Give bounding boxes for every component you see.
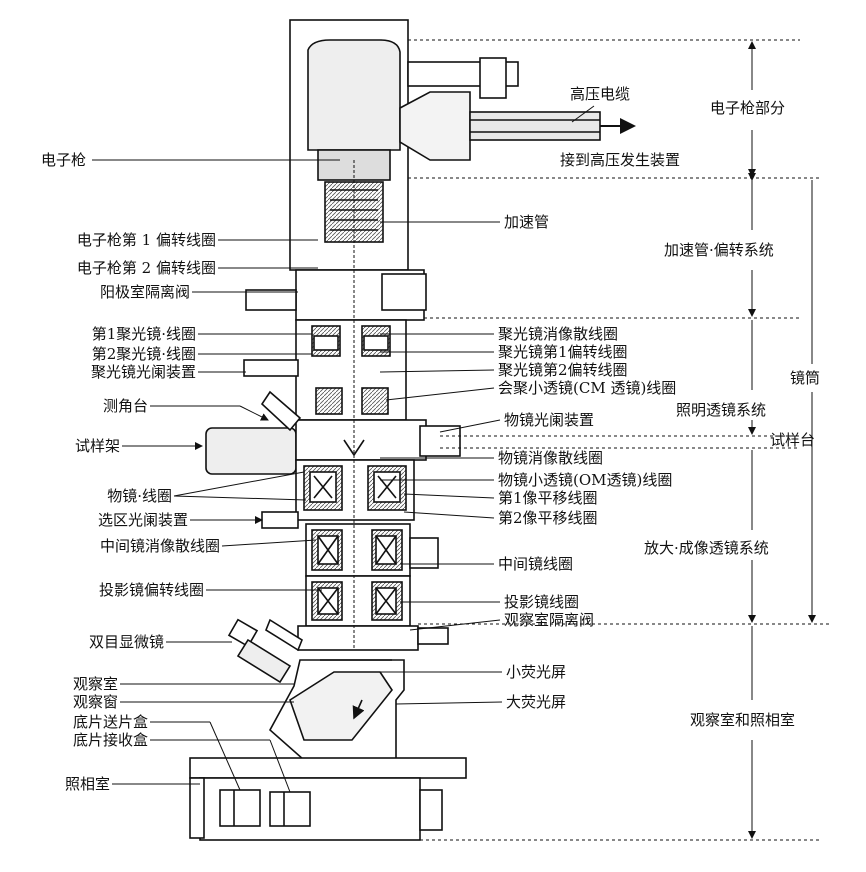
label-hv-cable: 高压电缆 xyxy=(570,85,631,103)
section-accelerator-deflection: 加速管·偏转系统 xyxy=(664,241,774,259)
label-large-screen: 大荧光屏 xyxy=(506,693,567,711)
hv-cable-shape xyxy=(399,57,601,161)
binocular-shape xyxy=(227,618,303,684)
section-illumination-lens: 照明透镜系统 xyxy=(676,401,767,419)
section-electron-gun: 电子枪部分 xyxy=(710,99,786,117)
label-image-shift-coil-1: 第1像平移线圈 xyxy=(498,489,598,507)
leader-lines xyxy=(92,105,595,793)
section-magnification-lens: 放大·成像透镜系统 xyxy=(644,539,769,557)
label-gun-deflection-coil-1: 电子枪第 1 偏转线圈 xyxy=(76,231,216,249)
label-projector-deflection-coil: 投影镜偏转线圈 xyxy=(98,581,204,599)
label-film-receive-box: 底片接收盒 xyxy=(72,731,148,749)
label-view-chamber-valve: 观察室隔离阀 xyxy=(504,611,595,629)
label-to-hv-generator: 接到高压发生装置 xyxy=(560,151,681,169)
label-observation-chamber: 观察室 xyxy=(72,675,118,693)
label-condenser-2-coil: 第2聚光镜·线圈 xyxy=(91,345,196,363)
label-condenser-1-coil: 第1聚光镜·线圈 xyxy=(91,325,196,343)
label-small-screen: 小荧光屏 xyxy=(506,663,567,681)
label-film-supply-box: 底片送片盒 xyxy=(72,713,148,731)
label-binocular-microscope: 双目显微镜 xyxy=(88,633,164,651)
label-condenser-deflection-1: 聚光镜第1偏转线圈 xyxy=(498,343,628,361)
section-column: 镜筒 xyxy=(790,369,821,387)
label-intermediate-stigmator: 中间镜消像散线圈 xyxy=(99,537,220,555)
label-om-lens-coil: 物镜小透镜(OM透镜)线圈 xyxy=(498,471,673,489)
section-chamber-camera: 观察室和照相室 xyxy=(690,711,796,729)
label-accelerator-tube: 加速管 xyxy=(504,213,550,231)
label-camera-chamber: 照相室 xyxy=(64,775,110,793)
gun-housing xyxy=(289,19,409,271)
label-condenser-stigmator: 聚光镜消像散线圈 xyxy=(498,325,619,343)
section-boundaries xyxy=(408,39,830,841)
label-selected-area-aperture: 选区光阑装置 xyxy=(97,511,188,529)
label-intermediate-coil: 中间镜线圈 xyxy=(498,555,574,573)
camera-chamber-shape xyxy=(189,757,467,841)
instrument-body xyxy=(189,19,601,841)
label-specimen-holder: 试样架 xyxy=(74,437,120,455)
label-electron-gun: 电子枪 xyxy=(40,151,86,169)
label-objective-aperture: 物镜光阑装置 xyxy=(504,411,595,429)
section-specimen-stage: 试样台 xyxy=(770,431,816,449)
label-cm-lens-coil: 会聚小透镜(CM 透镜)线圈 xyxy=(498,379,677,397)
label-objective-stigmator: 物镜消像散线圈 xyxy=(498,449,604,467)
observation-chamber-shape xyxy=(268,659,405,761)
label-goniometer: 测角台 xyxy=(102,397,148,415)
label-condenser-deflection-2: 聚光镜第2偏转线圈 xyxy=(498,361,628,379)
label-condenser-aperture: 聚光镜光阑装置 xyxy=(90,363,196,381)
column-shape xyxy=(205,160,461,651)
label-objective-coil: 物镜·线圈 xyxy=(107,487,172,505)
label-observation-window: 观察窗 xyxy=(72,693,118,711)
label-anode-isolation-valve: 阳极室隔离阀 xyxy=(99,283,190,301)
label-projector-coil: 投影镜线圈 xyxy=(504,593,580,611)
label-gun-deflection-coil-2: 电子枪第 2 偏转线圈 xyxy=(76,259,216,277)
label-image-shift-coil-2: 第2像平移线圈 xyxy=(498,509,598,527)
